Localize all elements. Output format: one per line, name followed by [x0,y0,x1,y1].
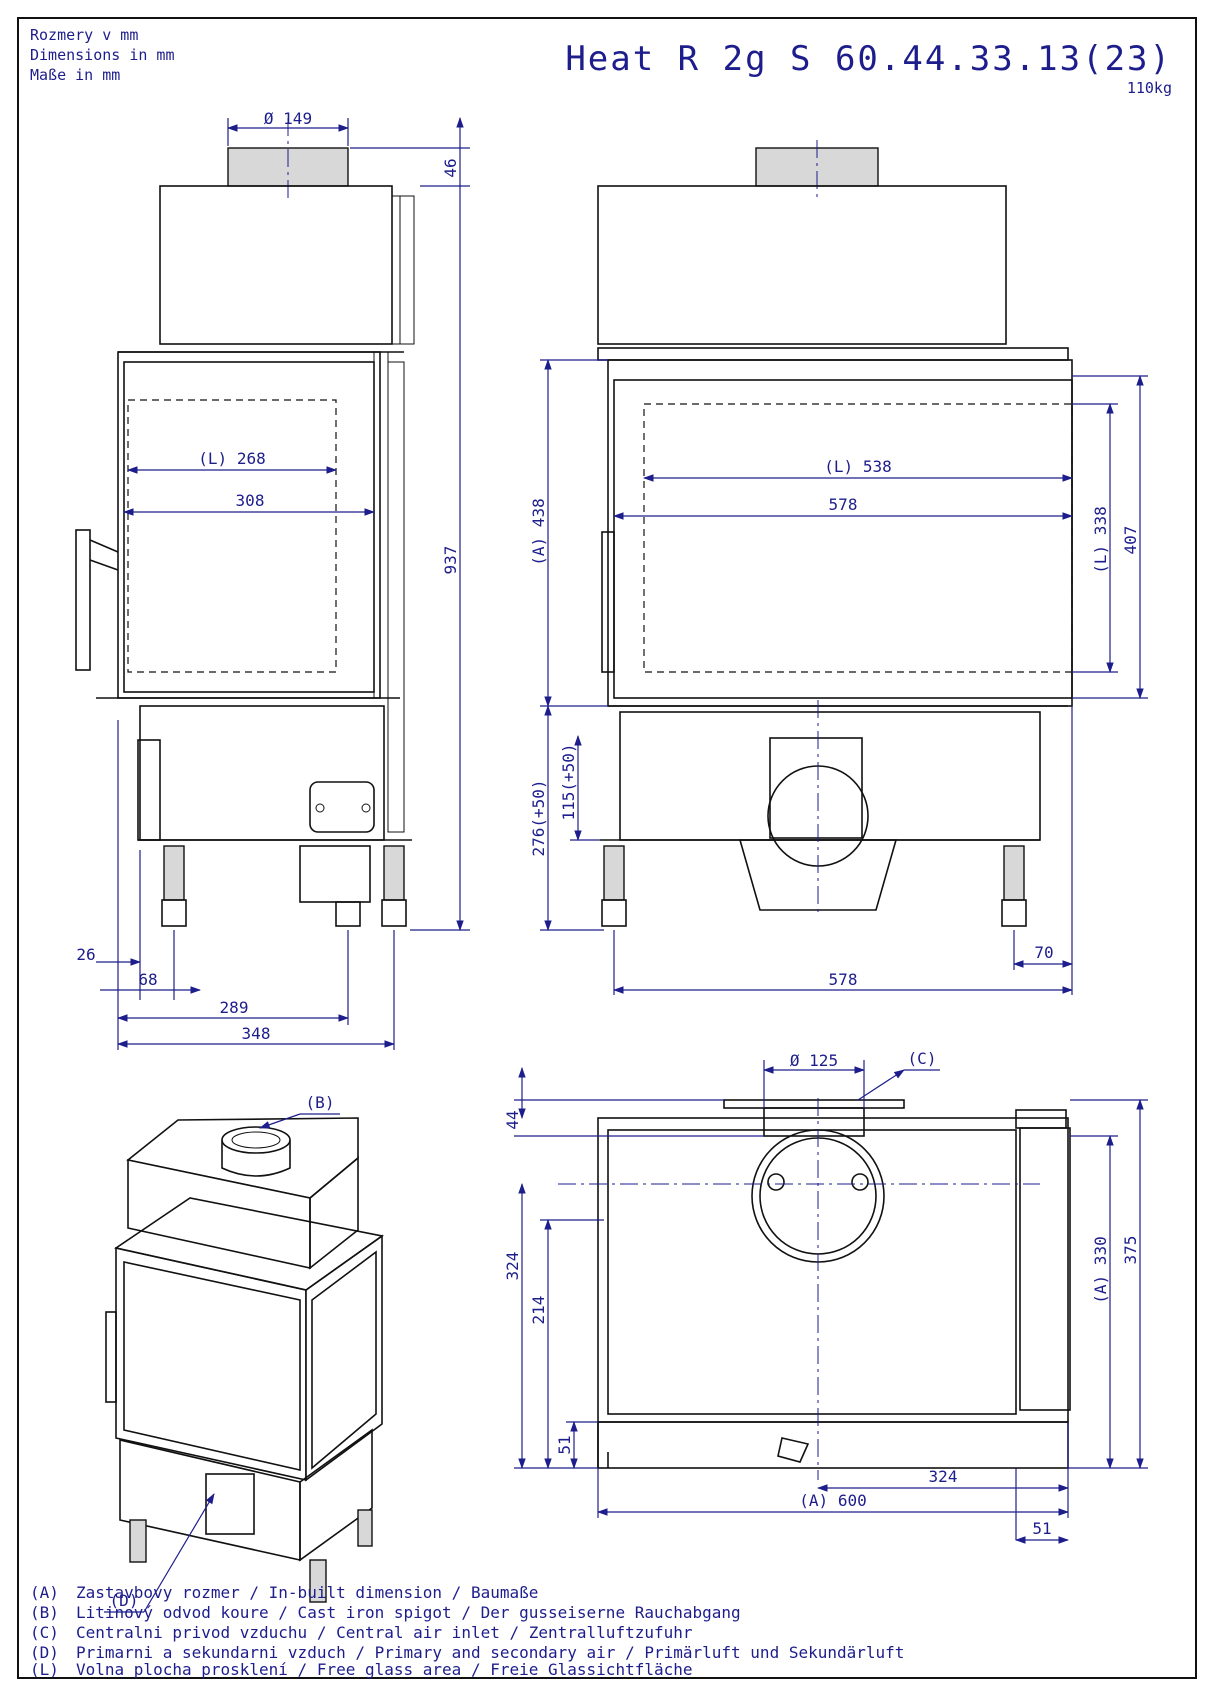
front-body [607,359,1073,707]
dim-top-324-h: 324 [929,1467,958,1486]
dim-front-glass-width: (L) 538 [824,457,891,476]
label-d: (D) [110,1591,139,1610]
side-air-duct [299,845,371,903]
side-view: Ø 149 (L) 268 308 46 937 26 68 289 348 [75,109,470,1050]
iso-air-box [205,1473,255,1535]
dim-289: 289 [220,998,249,1017]
product-title: Heat R 2g S 60.44.33.13(23) [565,39,1172,79]
front-leg-right [1003,845,1025,901]
dim-top-51-h: 51 [1032,1519,1051,1538]
units-czech: Rozmery v mm [30,26,138,44]
dim-top-44: 44 [503,1110,522,1129]
dim-spigot-diameter: Ø 149 [264,109,312,128]
front-air-box [769,737,863,839]
dim-side-opening-width: 308 [236,491,265,510]
dim-top-324-v: 324 [503,1252,522,1281]
iso-body-side [305,1234,383,1482]
top-view: Ø 125 (C) 44 324 214 51 (A) 330 375 51 3… [503,1049,1148,1544]
label-b: (B) [306,1093,335,1112]
legend-text-l: Volna plocha prosklení / Free glass area… [76,1660,693,1679]
front-leg-left [603,845,625,901]
front-view: (L) 538 578 (A) 438 (L) 338 407 276(+50)… [529,140,1148,995]
dim-front-578: 578 [829,970,858,989]
dim-inlet-diameter: Ø 125 [790,1051,838,1070]
dim-front-opening-width: 578 [829,495,858,514]
side-air-box [309,781,375,833]
dim-26: 26 [76,945,95,964]
dim-leg-height: 276(+50) [529,779,548,856]
legend-text-b: Litinový odvod koure / Cast iron spigot … [76,1603,741,1622]
units-english: Dimensions in mm [30,46,175,64]
header: Rozmery v mm Dimensions in mm Maße in mm… [30,26,1172,97]
iso-view: (B) (D) [104,1093,384,1613]
legend-key-l: (L) [30,1660,59,1679]
dim-top-214: 214 [529,1296,548,1325]
top-body [597,1117,1069,1423]
dim-opening-height: (A) 438 [529,498,548,565]
dim-top-width-600: (A) 600 [799,1491,866,1510]
legend: (A) Zastavbovy rozmer / In-built dimensi… [30,1583,904,1679]
dim-front-glass-height: (L) 338 [1091,506,1110,573]
legend-key-d: (D) [30,1643,59,1662]
label-c: (C) [908,1049,937,1068]
dim-top-depth-330: (A) 330 [1091,1236,1110,1303]
dim-348: 348 [242,1024,271,1043]
units-german: Maße in mm [30,66,120,84]
side-leg-front [163,845,185,901]
legend-key-b: (B) [30,1603,59,1622]
product-weight: 110kg [1127,79,1172,97]
side-leg-rear [383,845,405,901]
sheet-border [17,17,1197,1679]
front-hood [597,185,1007,345]
dim-top-51-v: 51 [555,1435,574,1454]
dim-70: 70 [1034,943,1053,962]
dim-front-height-407: 407 [1121,526,1140,555]
side-door-handle [75,529,91,671]
side-hood [159,185,393,345]
legend-key-a: (A) [30,1583,59,1602]
side-body [117,351,381,699]
legend-text-d: Primarni a sekundarni vzduch / Primary a… [76,1643,904,1662]
dim-top-depth-375: 375 [1121,1236,1140,1265]
front-glass-area [643,403,1073,673]
legend-text-a: Zastavbovy rozmer / In-built dimension /… [76,1583,538,1602]
legend-text-c: Centralni privod vzduchu / Central air i… [76,1623,693,1642]
dim-68: 68 [138,970,157,989]
dim-side-glass-width: (L) 268 [198,449,265,468]
dim-lower-height: 115(+50) [559,743,578,820]
legend-key-c: (C) [30,1623,59,1642]
dim-total-height: 937 [441,546,460,575]
dim-spigot-offset: 46 [441,158,460,177]
front-glass-frame [613,379,1073,699]
